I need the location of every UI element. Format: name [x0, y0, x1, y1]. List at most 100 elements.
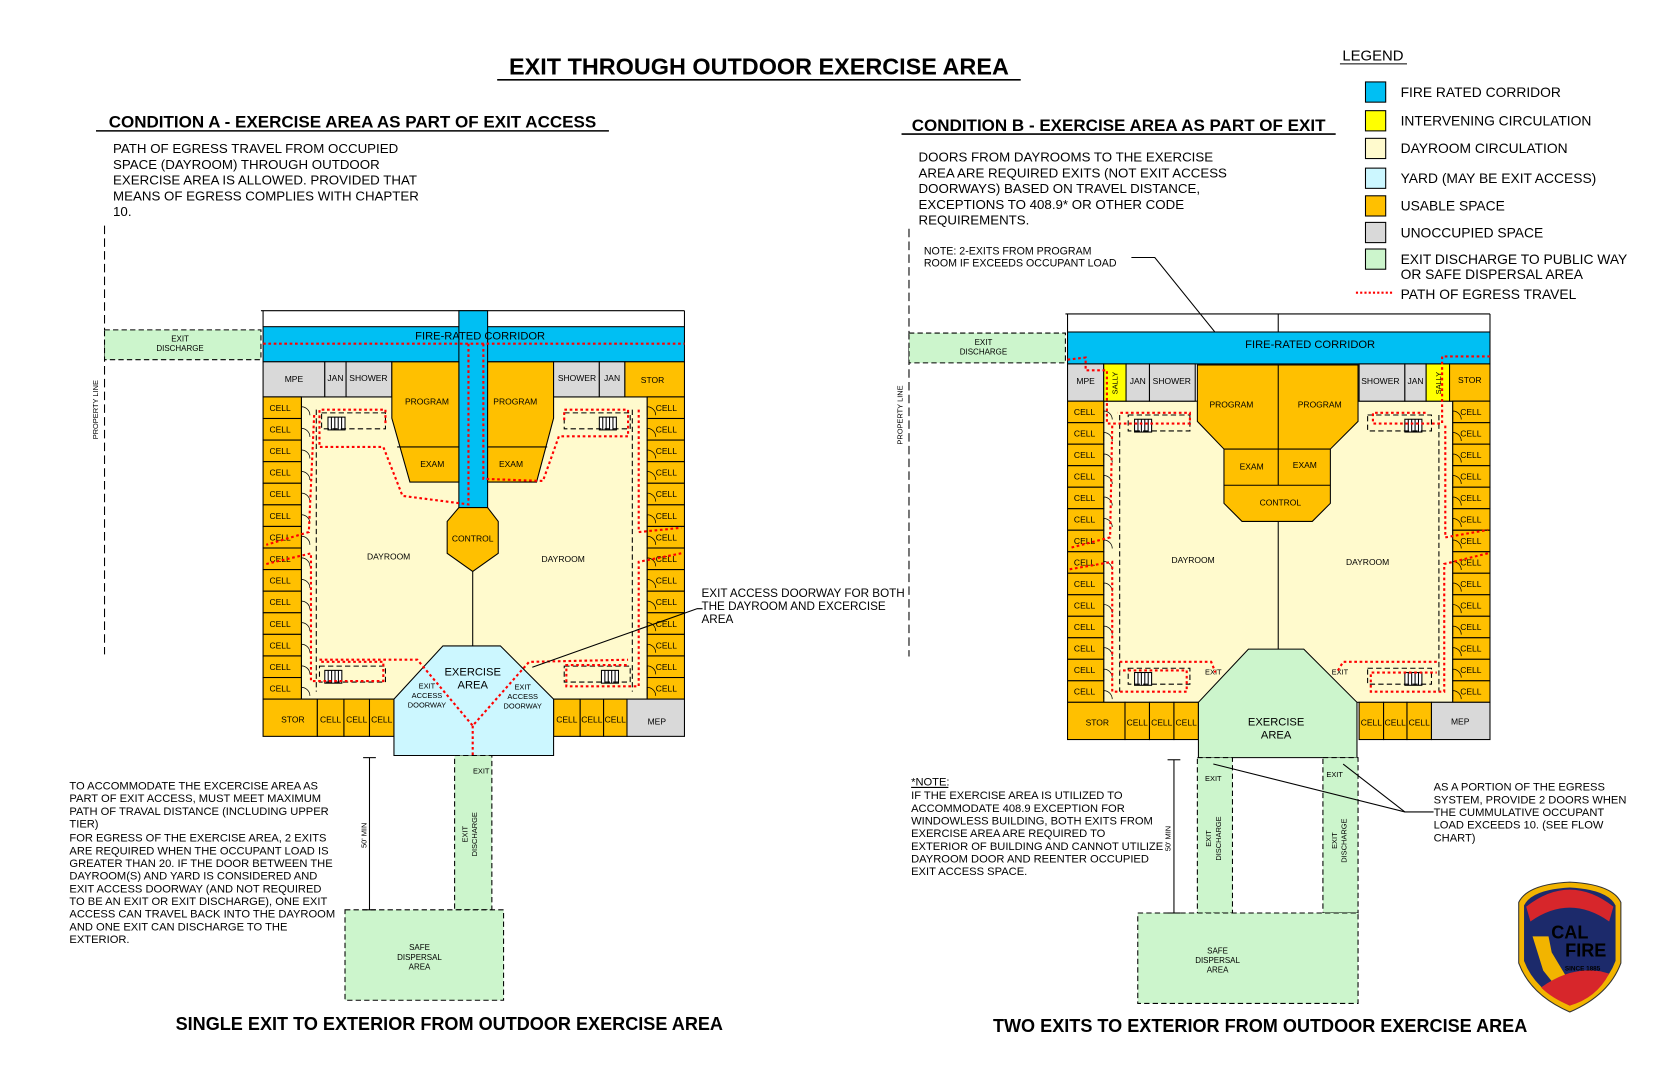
cell-label: CELL — [1460, 622, 1482, 632]
egress-path — [1444, 425, 1489, 539]
logo-text-since: SINCE 1885 — [1565, 965, 1601, 972]
cell-label: CELL — [1460, 601, 1482, 611]
room-control — [446, 507, 499, 573]
exit-discharge-label: EXIT — [1330, 832, 1339, 849]
door-swing — [301, 600, 311, 610]
door-swing — [1452, 561, 1462, 571]
cell-label: CELL — [581, 715, 603, 725]
cell-label: CELL — [1127, 718, 1149, 728]
cell — [553, 698, 581, 737]
room-shower — [345, 361, 393, 398]
cell-label: CELL — [1151, 718, 1173, 728]
callout-text: LOAD EXCEEDS 10. (SEE FLOW — [1434, 820, 1604, 832]
cell-label: CELL — [1074, 622, 1096, 632]
condition-a-note: ACCESS CAN TRAVEL BACK INTO THE DAYROOM — [69, 909, 335, 921]
exit-discharge-label: EXIT — [975, 338, 993, 347]
condition-a-note: TO BE AN EXIT OR EXIT DISCHARGE), ONE EX… — [69, 896, 327, 908]
exit-access-doorway-label: ACCESS — [412, 691, 443, 700]
program-note: NOTE: 2-EXITS FROM PROGRAM — [924, 245, 1092, 257]
corridor-label: FIRE-RATED CORRIDOR — [1245, 339, 1375, 351]
cell — [316, 698, 345, 737]
legend-label: UNOCCUPIED SPACE — [1401, 224, 1544, 240]
condition-b-note: EXIT ACCESS SPACE. — [911, 866, 1027, 878]
room-mep — [1430, 701, 1491, 741]
door-swing — [1103, 453, 1113, 463]
cell-label: CELL — [269, 597, 291, 607]
door-swing — [646, 643, 657, 653]
safe-dispersal-label: DISPERSAL — [1195, 956, 1240, 965]
door-swing — [1103, 625, 1113, 635]
cell-label: CELL — [656, 532, 678, 542]
condition-a-note: DAYROOM(S) AND YARD IS CONSIDERED AND — [69, 871, 317, 883]
cell-label: CELL — [656, 424, 678, 434]
legend-swatch — [1364, 248, 1387, 270]
door-swing — [301, 665, 311, 675]
door-swing — [1452, 496, 1462, 506]
condition-a-note: ARE REQUIRED WHEN THE OCCUPANT LOAD IS — [69, 845, 328, 857]
exit-access-doorway-label: EXIT — [419, 681, 436, 690]
exercise-area-label: AREA — [458, 679, 489, 691]
cell-label: CELL — [656, 684, 678, 694]
safe-dispersal-label: AREA — [409, 962, 431, 971]
condition-b-description: DOORWAYS) BASED ON TRAVEL DISTANCE, — [919, 181, 1201, 196]
door-swing — [301, 449, 311, 459]
logo-sunset — [1541, 970, 1610, 1006]
door-swing — [1103, 518, 1113, 528]
callout-leader — [532, 608, 703, 668]
exit-label: EXIT — [1332, 668, 1349, 677]
cell-label: CELL — [269, 403, 291, 413]
legend-label: PATH OF EGRESS TRAVEL — [1401, 286, 1577, 302]
door-swing — [1452, 539, 1462, 549]
room-label: JAN — [327, 373, 343, 383]
sally-label: SALLY — [1111, 372, 1120, 395]
room-label: STOR — [281, 715, 304, 725]
egress-path — [318, 343, 470, 506]
cell-label: CELL — [1460, 579, 1482, 589]
room-stor — [624, 361, 685, 398]
room-label: CONTROL — [452, 534, 494, 544]
door-swing — [646, 406, 657, 416]
exercise-area-label: EXERCISE — [444, 667, 500, 679]
exit-access-doorway-label: ACCESS — [507, 692, 538, 701]
egress-path — [319, 658, 629, 728]
door-swing — [646, 449, 657, 459]
door-swing — [1103, 668, 1113, 678]
cell-label: CELL — [1074, 601, 1096, 611]
stair-landing — [1367, 667, 1432, 685]
exercise-area — [393, 645, 555, 757]
door-swing — [1452, 690, 1462, 700]
cell-label: CELL — [269, 684, 291, 694]
cell-label: CELL — [1460, 493, 1482, 503]
room-label: MPE — [1076, 376, 1095, 386]
room-label: SHOWER — [1153, 376, 1191, 386]
room-label: SHOWER — [349, 373, 387, 383]
egress-path — [1369, 552, 1489, 693]
door-swing — [1452, 582, 1462, 592]
callout-text: AS A PORTION OF THE EGRESS — [1434, 782, 1605, 794]
callout-text: THE CUMMULATIVE OCCUPANT — [1434, 807, 1605, 819]
door-swing — [1103, 690, 1113, 700]
cell-label: CELL — [1074, 644, 1096, 654]
exit-discharge-label: EXIT — [460, 826, 469, 843]
room-shower — [1358, 363, 1406, 402]
condition-b-note: ACCOMMODATE 408.9 EXCEPTION FOR — [911, 803, 1125, 815]
cell-label: CELL — [1074, 429, 1096, 439]
door-swing — [1452, 625, 1462, 635]
door-swing — [1452, 475, 1462, 485]
legend-label: YARD (MAY BE EXIT ACCESS) — [1401, 170, 1597, 186]
condition-a-description: SPACE (DAYROOM) THROUGH OUTDOOR — [113, 157, 380, 172]
door-swing — [301, 471, 311, 481]
min-distance-label: 50' MIN — [1164, 826, 1173, 851]
egress-path — [1335, 660, 1437, 674]
exit-discharge-corridor — [1196, 757, 1234, 914]
program-note-leader — [1131, 256, 1236, 357]
room-label: DAYROOM — [367, 552, 410, 562]
stair-landing — [563, 412, 631, 430]
egress-path — [266, 551, 385, 683]
door-swing — [646, 471, 657, 481]
condition-a-note: PATH OF TRAVAL DISTANCE (INCLUDING UPPER — [69, 806, 328, 818]
condition-b-note: WINDOWLESS BUILDING, BOTH EXITS FROM — [911, 815, 1153, 827]
cell-label: CELL — [605, 715, 627, 725]
condition-a-footer: SINGLE EXIT TO EXTERIOR FROM OUTDOOR EXE… — [176, 1014, 723, 1034]
